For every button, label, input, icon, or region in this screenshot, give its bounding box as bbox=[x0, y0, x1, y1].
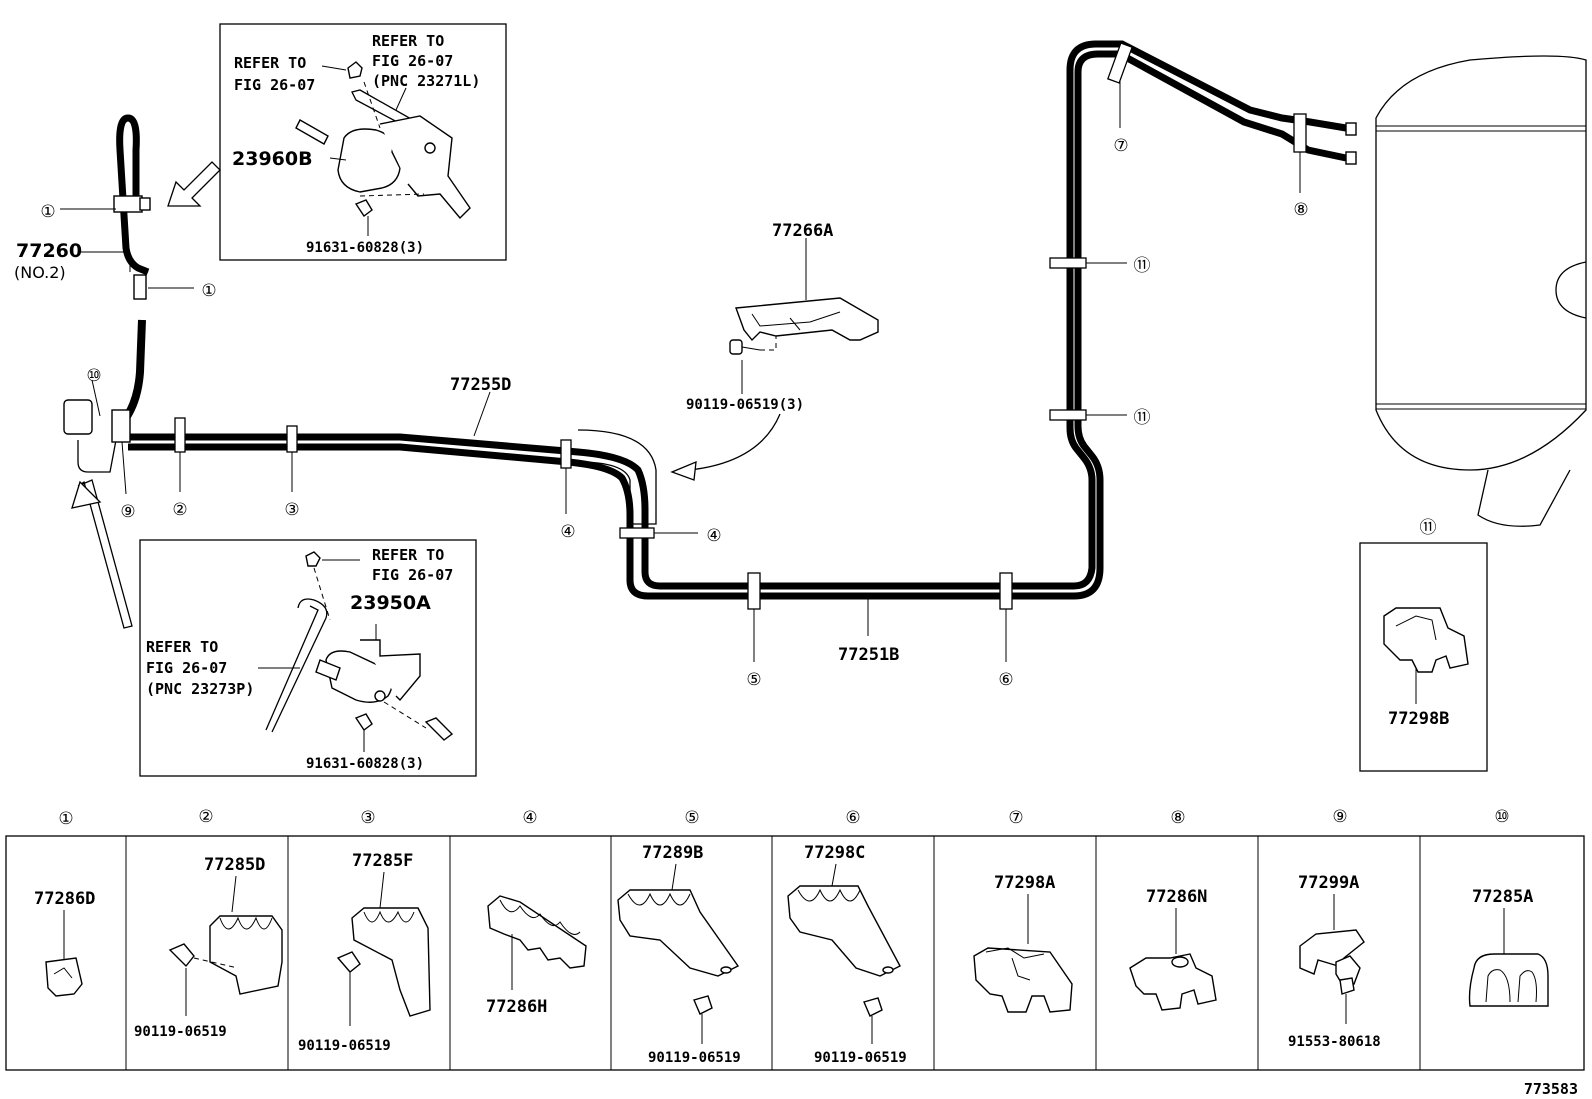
clamp-3 bbox=[286, 425, 298, 453]
svg-text:①: ① bbox=[58, 809, 73, 829]
arrow-top-inset bbox=[167, 161, 221, 207]
callout-1b: ① bbox=[201, 281, 216, 301]
label-77260: 77260 bbox=[16, 240, 82, 262]
callout-4b: ④ bbox=[706, 526, 721, 546]
clamp-7-part: 77298A bbox=[994, 873, 1055, 893]
callout-6: ⑥ bbox=[998, 670, 1013, 690]
inset-bottom: REFER TO FIG 26-07 23950A REFER TO FIG 2… bbox=[139, 539, 477, 777]
callout-1a: ① bbox=[40, 202, 55, 222]
callout-9: ⑨ bbox=[120, 502, 135, 522]
callout-2: ② bbox=[172, 500, 187, 520]
pipe-labels: 77255D 77251B 77260 (NO.2) 77266A 90119-… bbox=[14, 221, 899, 665]
clamp-2-part: 77285D bbox=[204, 855, 265, 875]
inset-right: ⑪ 77298B bbox=[1359, 518, 1488, 772]
clamp-9-bolt: 91553-80618 bbox=[1288, 1034, 1381, 1050]
svg-text:⑩: ⑩ bbox=[1494, 807, 1509, 827]
svg-text:FIG 26-07: FIG 26-07 bbox=[234, 76, 315, 94]
svg-text:FIG 26-07: FIG 26-07 bbox=[372, 566, 453, 584]
svg-text:REFER TO: REFER TO bbox=[234, 54, 306, 72]
brake-pipe-main bbox=[128, 40, 1357, 600]
callout-8: ⑧ bbox=[1293, 200, 1308, 220]
svg-text:⑥: ⑥ bbox=[845, 808, 860, 828]
clamp-4b bbox=[619, 527, 655, 539]
svg-text:③: ③ bbox=[360, 808, 375, 828]
svg-text:REFER TO: REFER TO bbox=[372, 546, 444, 564]
callout-markers: ① ① ⑩ ⑨ ② ③ ④ ④ ⑤ ⑥ ⑦ ⑧ ⑪ ⑪ bbox=[40, 136, 1308, 690]
callout-3: ③ bbox=[284, 500, 299, 520]
clamp-2-bolt: 90119-06519 bbox=[134, 1024, 227, 1040]
label-bracket-bolt: 90119-06519(3) bbox=[686, 397, 804, 413]
svg-text:⑧: ⑧ bbox=[1170, 808, 1185, 828]
label-77255d: 77255D bbox=[450, 375, 511, 395]
callout-11b: ⑪ bbox=[1134, 408, 1151, 428]
clamp-4a bbox=[560, 439, 572, 469]
clamp-5 bbox=[747, 572, 761, 610]
clamp-2 bbox=[174, 417, 186, 453]
clamp-11b bbox=[1049, 409, 1087, 421]
svg-text:④: ④ bbox=[522, 808, 537, 828]
svg-text:⑦: ⑦ bbox=[1008, 808, 1023, 828]
clamp-5-bolt: 90119-06519 bbox=[648, 1050, 741, 1066]
svg-text:REFER TO: REFER TO bbox=[146, 638, 218, 656]
pipe-clamps bbox=[174, 42, 1307, 610]
clamp-8-part: 77286N bbox=[1146, 887, 1207, 907]
label-23960b: 23960B bbox=[232, 148, 313, 170]
callout-5: ⑤ bbox=[746, 670, 761, 690]
clamp-3-part: 77285F bbox=[352, 851, 413, 871]
label-77251b: 77251B bbox=[838, 645, 899, 665]
clamp-6-part: 77298C bbox=[804, 843, 865, 863]
front-brake-pipe bbox=[63, 114, 151, 473]
clamp-4-part: 77286H bbox=[486, 997, 547, 1017]
svg-text:FIG 26-07: FIG 26-07 bbox=[372, 52, 453, 70]
clamp-10-part: 77285A bbox=[1472, 887, 1533, 907]
clamp-table: ① ② ③ ④ ⑤ ⑥ ⑦ ⑧ ⑨ ⑩ 77286D 77285D 90119-… bbox=[5, 807, 1585, 1071]
leader-lines bbox=[60, 80, 1301, 662]
clamp-5-part: 77289B bbox=[642, 843, 703, 863]
svg-text:REFER TO: REFER TO bbox=[372, 32, 444, 50]
inset-top: REFER TO FIG 26-07 REFER TO FIG 26-07 (P… bbox=[219, 23, 507, 261]
clamp-6 bbox=[999, 572, 1013, 610]
label-23950a: 23950A bbox=[350, 592, 431, 614]
bracket-77266a bbox=[729, 297, 879, 355]
label-77266a: 77266A bbox=[772, 221, 833, 241]
svg-text:(PNC 23271L): (PNC 23271L) bbox=[372, 72, 480, 90]
clamp-11a bbox=[1049, 257, 1087, 269]
svg-text:FIG 26-07: FIG 26-07 bbox=[146, 659, 227, 677]
arrow-bottom-inset bbox=[71, 479, 133, 629]
label-77260-sub: (NO.2) bbox=[14, 263, 66, 282]
callout-7: ⑦ bbox=[1113, 136, 1128, 156]
label-bottom-bolt: 91631-60828(3) bbox=[306, 756, 424, 772]
callout-11a: ⑪ bbox=[1134, 256, 1151, 276]
clamp-7 bbox=[1107, 42, 1133, 84]
figure-id: 773583 bbox=[1524, 1080, 1578, 1098]
fuel-tank bbox=[1375, 55, 1587, 527]
svg-text:②: ② bbox=[198, 807, 213, 827]
clamp-6-bolt: 90119-06519 bbox=[814, 1050, 907, 1066]
callout-10: ⑩ bbox=[86, 366, 101, 386]
svg-text:(PNC 23273P): (PNC 23273P) bbox=[146, 680, 254, 698]
clamp-8 bbox=[1293, 113, 1307, 153]
svg-text:⑨: ⑨ bbox=[1332, 807, 1347, 827]
svg-text:⑤: ⑤ bbox=[684, 808, 699, 828]
label-77298b: 77298B bbox=[1388, 709, 1449, 729]
label-top-bolt: 91631-60828(3) bbox=[306, 240, 424, 256]
clamp-1-part: 77286D bbox=[34, 889, 95, 909]
clamp-9-part: 77299A bbox=[1298, 873, 1359, 893]
arrow-bracket bbox=[670, 413, 781, 481]
svg-text:⑪: ⑪ bbox=[1420, 518, 1437, 538]
callout-4a: ④ bbox=[560, 522, 575, 542]
clamp-3-bolt: 90119-06519 bbox=[298, 1038, 391, 1054]
